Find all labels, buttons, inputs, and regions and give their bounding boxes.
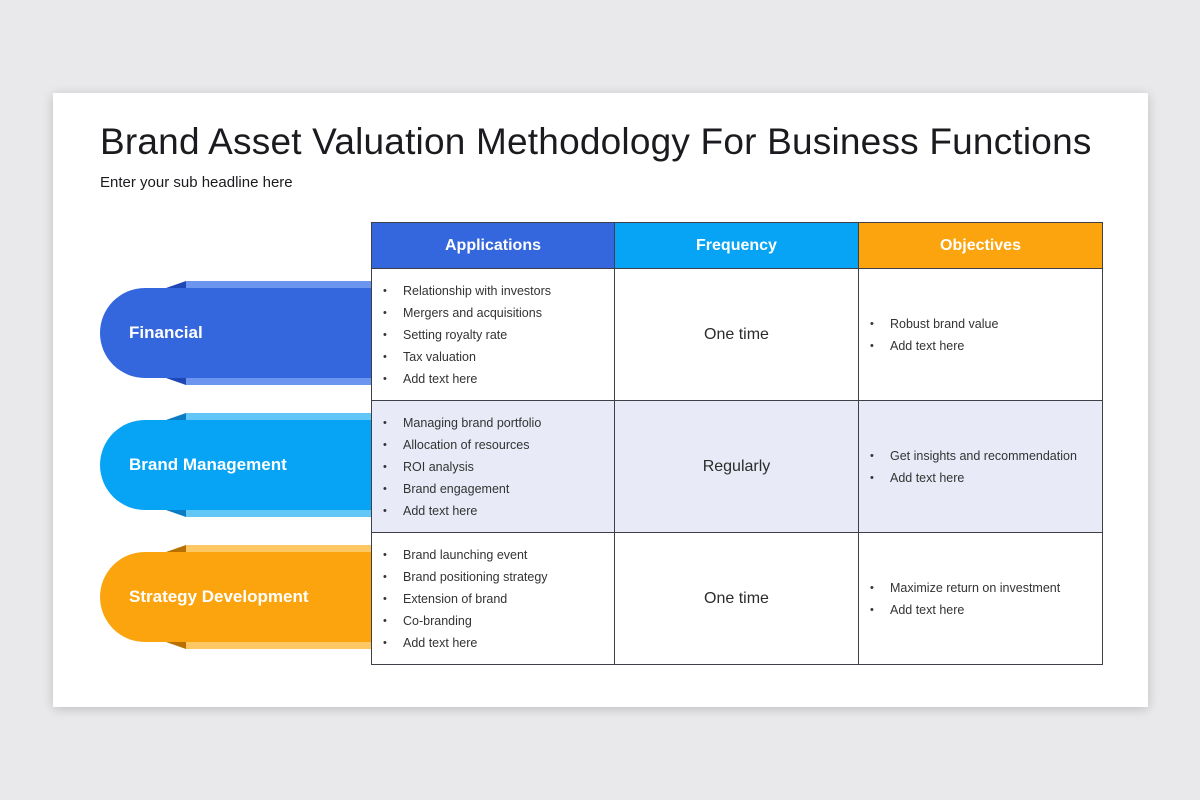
valuation-table: Applications Frequency Objectives Relati… (371, 222, 1103, 665)
frequency-cell: One time (614, 268, 859, 401)
slide: Brand Asset Valuation Methodology For Bu… (53, 93, 1148, 707)
objectives-cell: Get insights and recommendation Add text… (858, 400, 1103, 533)
list-item: Allocation of resources (383, 434, 614, 456)
list-item: Add text here (870, 335, 1102, 357)
list-item: Managing brand portfolio (383, 412, 614, 434)
applications-cell: Relationship with investors Mergers and … (371, 268, 615, 401)
list-item: Extension of brand (383, 588, 614, 610)
list-item: Robust brand value (870, 313, 1102, 335)
tab-fold-top-brand-management (166, 413, 186, 420)
list-item: Tax valuation (383, 346, 614, 368)
pill-strategy-development: Strategy Development (100, 552, 372, 642)
row-label-strategy-development: Strategy Development (100, 545, 372, 649)
objectives-cell: Maximize return on investment Add text h… (858, 532, 1103, 665)
applications-cell: Brand launching event Brand positioning … (371, 532, 615, 665)
frequency-cell: Regularly (614, 400, 859, 533)
row-label-text: Strategy Development (129, 587, 309, 606)
pill-brand-management: Brand Management (100, 420, 372, 510)
pill-financial: Financial (100, 288, 372, 378)
tab-fold-top-strategy-development (166, 545, 186, 552)
applications-list: Relationship with investors Mergers and … (372, 280, 614, 390)
table-row: Brand launching event Brand positioning … (371, 532, 1103, 665)
list-item: Maximize return on investment (870, 577, 1102, 599)
list-item: Mergers and acquisitions (383, 302, 614, 324)
frequency-cell: One time (614, 532, 859, 665)
list-item: ROI analysis (383, 456, 614, 478)
tab-fold-bottom-financial (166, 378, 186, 385)
list-item: Add text here (383, 632, 614, 654)
table-header-row: Applications Frequency Objectives (371, 222, 1103, 269)
row-label-text: Brand Management (129, 455, 287, 474)
slide-title: Brand Asset Valuation Methodology For Bu… (100, 121, 1092, 162)
list-item: Add text here (383, 500, 614, 522)
list-item: Setting royalty rate (383, 324, 614, 346)
list-item: Add text here (870, 599, 1102, 621)
table-row: Relationship with investors Mergers and … (371, 268, 1103, 401)
objectives-list: Get insights and recommendation Add text… (859, 445, 1102, 489)
list-item: Add text here (870, 467, 1102, 489)
row-label-text: Financial (129, 323, 203, 342)
list-item: Add text here (383, 368, 614, 390)
row-label-financial: Financial (100, 281, 372, 385)
slide-subtitle: Enter your sub headline here (100, 174, 293, 191)
objectives-cell: Robust brand value Add text here (858, 268, 1103, 401)
header-objectives: Objectives (858, 222, 1103, 269)
applications-list: Managing brand portfolio Allocation of r… (372, 412, 614, 522)
header-frequency: Frequency (614, 222, 859, 269)
applications-list: Brand launching event Brand positioning … (372, 544, 614, 654)
applications-cell: Managing brand portfolio Allocation of r… (371, 400, 615, 533)
tab-fold-bottom-brand-management (166, 510, 186, 517)
objectives-list: Maximize return on investment Add text h… (859, 577, 1102, 621)
table-row: Managing brand portfolio Allocation of r… (371, 400, 1103, 533)
list-item: Co-branding (383, 610, 614, 632)
list-item: Brand positioning strategy (383, 566, 614, 588)
list-item: Get insights and recommendation (870, 445, 1102, 467)
tab-fold-bottom-strategy-development (166, 642, 186, 649)
row-label-brand-management: Brand Management (100, 413, 372, 517)
list-item: Brand launching event (383, 544, 614, 566)
tab-fold-top-financial (166, 281, 186, 288)
header-applications: Applications (371, 222, 615, 269)
list-item: Brand engagement (383, 478, 614, 500)
list-item: Relationship with investors (383, 280, 614, 302)
objectives-list: Robust brand value Add text here (859, 313, 1102, 357)
